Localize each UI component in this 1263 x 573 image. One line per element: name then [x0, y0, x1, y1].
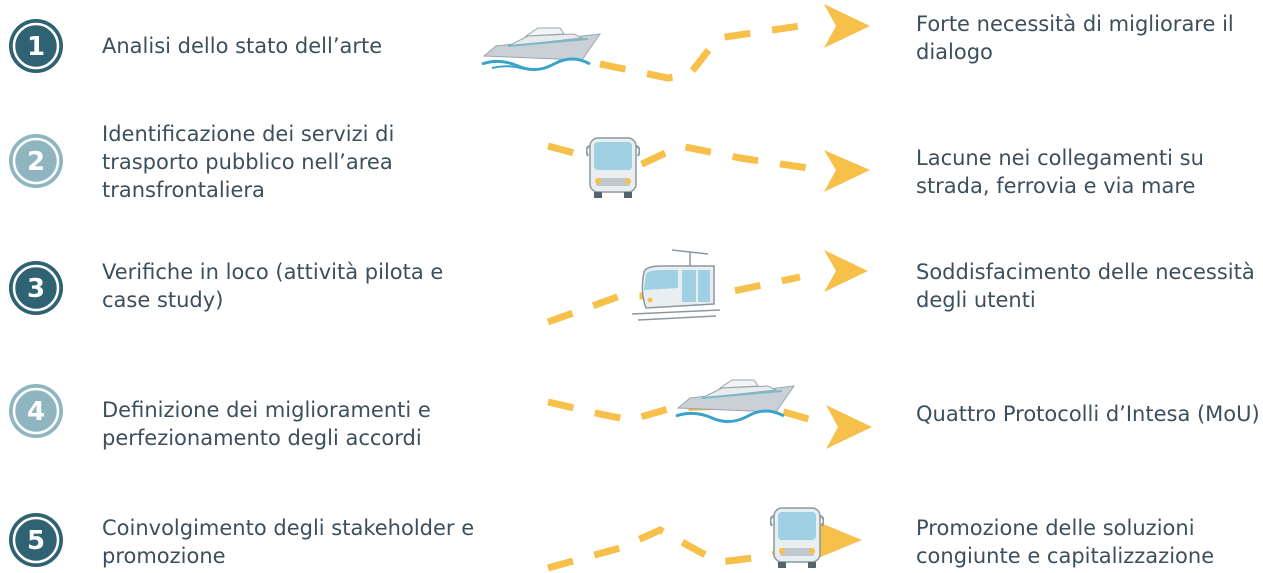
step-number-badge-1: 1: [9, 19, 63, 73]
step-label-1: Analisi dello stato dell’arte: [102, 34, 383, 58]
bus-icon: [586, 137, 640, 198]
ship-icon: [481, 27, 602, 71]
svg-text:1: 1: [27, 32, 45, 62]
result-label-2: Lacune nei collegamenti su strada, ferro…: [916, 146, 1204, 198]
result-label-1: Forte necessità di migliorare il dialogo: [916, 12, 1234, 64]
step-number-badge-3: 3: [9, 261, 63, 315]
result-label-4: Quattro Protocolli d’Intesa (MoU): [916, 402, 1260, 426]
result-label-5: Promozione delle soluzioni congiunte e c…: [916, 516, 1215, 568]
step-label-4: Definizione dei miglioramenti e perfezio…: [102, 398, 431, 450]
dashed-path-5: [547, 526, 810, 572]
dashed-path-2: [547, 142, 809, 172]
step-number-badge-2: 2: [9, 134, 63, 188]
step-label-5: Coinvolgimento degli stakeholder e promo…: [102, 516, 475, 568]
svg-text:4: 4: [27, 397, 45, 427]
svg-text:5: 5: [27, 526, 45, 556]
arrowhead-2: [824, 150, 870, 192]
dashed-path-4: [547, 398, 823, 427]
tram-icon: [632, 249, 720, 321]
step-number-badge-4: 4: [9, 384, 63, 438]
step-label-2: Identificazione dei servizi di trasporto…: [102, 122, 395, 202]
arrowhead-1: [824, 4, 870, 48]
step-number-badge-5: 5: [9, 513, 63, 567]
arrowhead-3: [824, 250, 868, 292]
result-label-3: Soddisfacimento delle necessità degli ut…: [916, 260, 1255, 312]
svg-text:3: 3: [27, 274, 45, 304]
svg-text:2: 2: [27, 147, 45, 177]
ship-icon: [675, 379, 796, 423]
step-label-3: Verifiche in loco (attività pilota e cas…: [102, 260, 444, 312]
arrowhead-4: [826, 405, 872, 449]
dashed-path-1: [599, 22, 801, 82]
bus-icon: [770, 507, 824, 568]
